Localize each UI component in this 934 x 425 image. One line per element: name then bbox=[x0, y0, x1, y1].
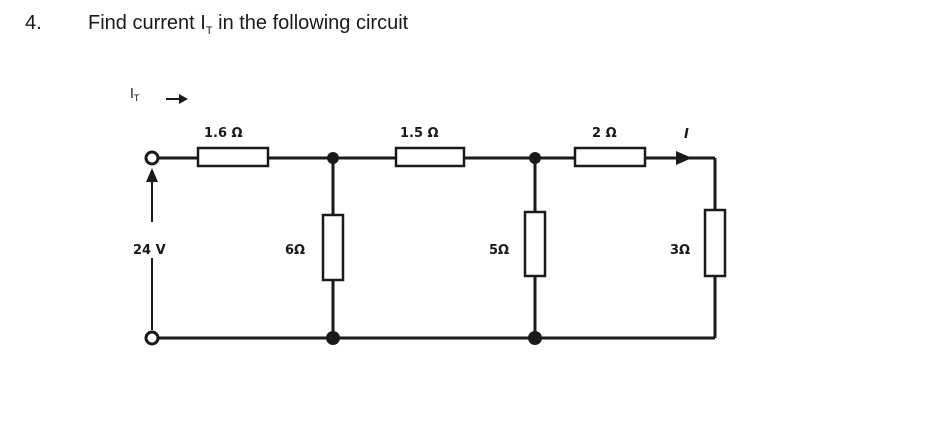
source-arrow-icon bbox=[146, 168, 158, 182]
junction-top-1 bbox=[327, 152, 339, 164]
label-2-ohm: 2 Ω bbox=[592, 126, 617, 141]
label-source-voltage: 24 V bbox=[133, 243, 166, 258]
label-3-ohm: 3Ω bbox=[670, 243, 690, 258]
label-5-ohm: 5Ω bbox=[489, 243, 509, 258]
junction-top-2 bbox=[529, 152, 541, 164]
question-text-before: Find current I bbox=[88, 12, 206, 34]
resistor-1-6-ohm bbox=[196, 146, 270, 168]
label-branch-current: I bbox=[684, 127, 689, 142]
question-number: 4. bbox=[25, 12, 42, 34]
label-1-5-ohm: 1.5 Ω bbox=[400, 126, 439, 141]
label-6-ohm: 6Ω bbox=[285, 243, 305, 258]
it-arrow-icon bbox=[166, 94, 188, 104]
junction-bottom-2 bbox=[528, 331, 542, 345]
resistor-5-ohm bbox=[523, 210, 547, 278]
question-text-after: in the following circuit bbox=[212, 12, 409, 34]
resistor-6-ohm bbox=[321, 213, 345, 282]
question-text: Find current IT in the following circuit bbox=[88, 12, 408, 37]
label-1-6-ohm: 1.6 Ω bbox=[204, 126, 243, 141]
resistor-1-5-ohm bbox=[394, 146, 466, 168]
terminal-top bbox=[144, 150, 160, 166]
resistor-3-ohm bbox=[703, 208, 727, 278]
it-label: IT bbox=[130, 87, 140, 104]
junction-bottom-1 bbox=[326, 331, 340, 345]
question-text-subscript: T bbox=[205, 25, 213, 37]
branch-current-arrow-icon bbox=[676, 151, 692, 165]
resistor-2-ohm bbox=[573, 146, 647, 168]
terminal-bottom bbox=[144, 330, 160, 346]
